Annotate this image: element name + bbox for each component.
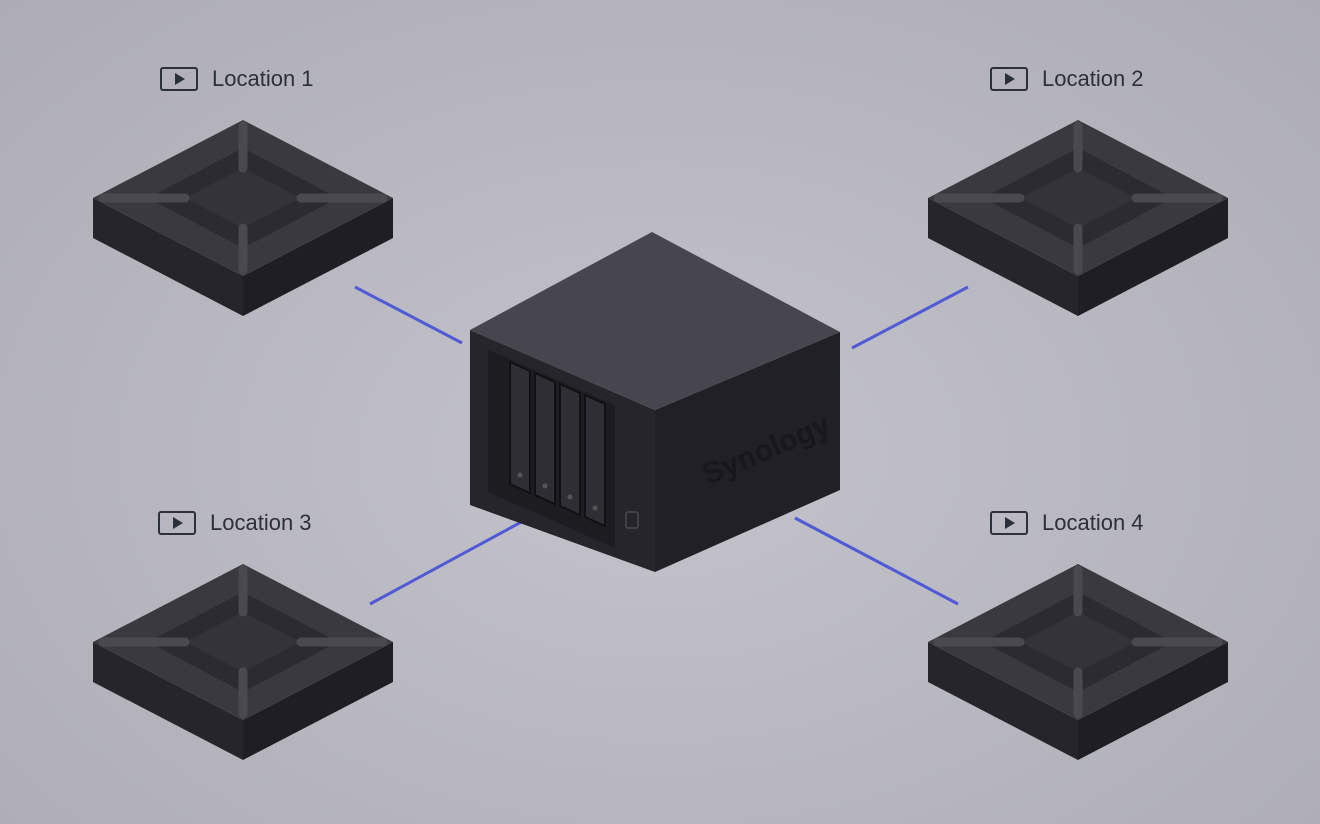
connection-line-2 — [851, 285, 969, 350]
camera-right-side — [1078, 642, 1228, 760]
connection-lines — [354, 285, 969, 606]
camera-device-1 — [93, 120, 393, 316]
location-3-label: Location 3 — [158, 510, 312, 536]
location-4-text: Location 4 — [1042, 510, 1144, 535]
camera-device-2 — [928, 120, 1228, 316]
play-video-icon — [160, 67, 198, 91]
connection-line-3 — [369, 518, 526, 606]
drive-bay-3 — [559, 382, 581, 517]
camera-left-side — [93, 198, 243, 316]
camera-center-panel — [185, 168, 301, 228]
camera-center-panel — [185, 612, 301, 672]
camera-right-side — [243, 198, 393, 316]
play-video-icon — [158, 511, 196, 535]
drive-bay-2 — [534, 371, 556, 506]
camera-left-side — [93, 642, 243, 760]
camera-device-4 — [928, 564, 1228, 760]
camera-center-panel — [1020, 612, 1136, 672]
camera-left-side — [928, 198, 1078, 316]
nas-hub: Synology — [470, 232, 840, 572]
location-3-text: Location 3 — [210, 510, 312, 535]
camera-left-side — [928, 642, 1078, 760]
drive-bay-lock-icon — [542, 483, 548, 489]
drive-bay-4 — [584, 393, 606, 528]
location-1-text: Location 1 — [212, 66, 314, 91]
power-button — [625, 511, 639, 529]
nas-top-face — [470, 232, 840, 410]
drive-bay-lock-icon — [592, 505, 598, 511]
location-4-label: Location 4 — [990, 510, 1144, 536]
nas-side-face — [655, 332, 840, 572]
camera-center-panel — [1020, 168, 1136, 228]
drive-bay-1 — [509, 360, 531, 495]
location-1-label: Location 1 — [160, 66, 314, 92]
play-video-icon — [990, 67, 1028, 91]
camera-device-3 — [93, 564, 393, 760]
play-video-icon — [990, 511, 1028, 535]
camera-right-side — [1078, 198, 1228, 316]
drive-bays — [509, 360, 606, 528]
drive-bay-lock-icon — [517, 472, 523, 478]
camera-right-side — [243, 642, 393, 760]
cameras — [93, 120, 1228, 760]
drive-bay-lock-icon — [567, 494, 573, 500]
location-2-label: Location 2 — [990, 66, 1144, 92]
connection-line-4 — [794, 516, 959, 606]
location-2-text: Location 2 — [1042, 66, 1144, 91]
connection-line-1 — [354, 285, 463, 345]
